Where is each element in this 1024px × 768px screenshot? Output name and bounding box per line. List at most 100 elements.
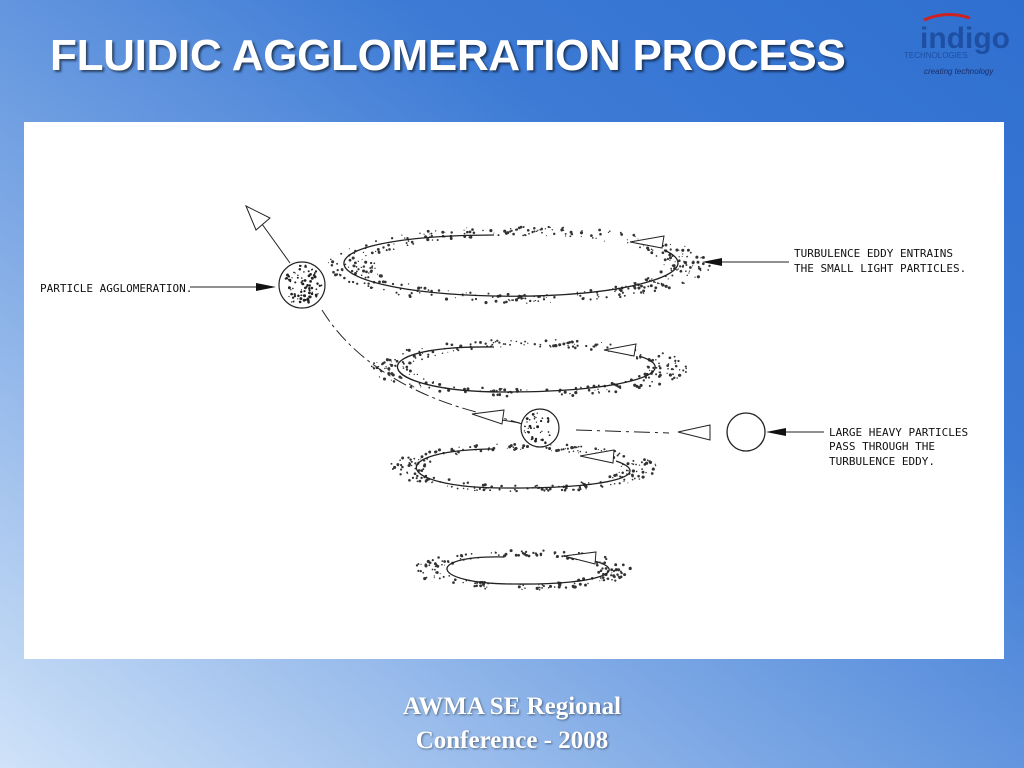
eddy-particle [604,567,608,570]
eddy-particle [416,474,419,478]
eddy-particle [620,233,624,236]
eddy-particle [411,476,415,480]
eddy-particle [658,362,660,365]
medium-particle-speck [525,417,529,420]
eddy-particle [534,299,537,302]
eddy-particle [506,231,510,235]
eddy-particle [466,488,469,490]
eddy-particle [668,253,672,257]
eddy-particle [572,450,575,453]
agglomerate-speck [298,264,302,268]
eddy-particle [682,369,685,372]
eddy-particle [361,258,363,260]
eddy-particle [444,231,446,233]
eddy-particle [601,576,605,579]
eddy-particle [463,229,465,231]
eddy-particle [433,575,435,577]
medium-particle-speck [523,425,526,428]
eddy-particle [531,230,534,234]
eddy-particle [485,484,487,486]
medium-particle-speck [541,430,543,432]
agglomerate-speck [293,293,296,296]
eddy-particle [581,230,583,232]
eddy-particle [369,261,373,265]
eddy-particle [388,370,390,372]
eddy-particle [431,239,434,241]
eddy-particle [387,371,391,376]
eddy-particle [654,281,656,283]
eddy-particle [509,227,512,230]
eddy-particle [418,479,422,483]
eddy-particle [681,248,685,252]
eddy-particle [708,264,711,268]
eddy-particle [416,480,419,483]
eddy-particle [601,579,603,581]
eddy-particle [335,273,339,276]
eddy-particle [629,567,632,570]
eddy-particle [376,273,379,275]
eddy-particle [619,387,622,389]
eddy-particle [421,358,423,361]
eddy-particle [618,293,621,296]
eddy-particle [391,282,395,286]
eddy-particle [619,570,622,573]
eddy-particle [394,358,396,361]
eddy-particle [545,296,547,299]
agglomerate-speck [294,272,296,274]
eddy-particle [584,583,587,587]
eddy-particle [659,375,661,378]
eddy-particle [676,377,678,379]
eddy-particle [520,342,523,345]
eddy-particle [601,567,604,570]
eddy-particle [408,461,411,464]
eddy-particle [384,367,386,370]
eddy-particle [674,362,677,364]
eddy-particle [405,365,409,369]
eddy-particle [402,352,404,355]
eddy-particle [679,269,683,273]
eddy-particle [618,471,620,473]
eddy-particle [491,296,494,299]
eddy-particle [419,232,421,235]
eddy-particle [564,448,567,450]
eddy-particle [542,298,546,301]
eddy-particle [589,288,593,292]
eddy-particle [348,258,352,262]
agglomerate-speck [309,273,312,276]
eddy-particle [597,388,599,390]
eddy-particle [641,468,644,471]
logo-subtitle: TECHNOLOGIES [904,51,968,60]
eddy-particle [698,267,702,271]
eddy-particle [355,270,358,273]
eddy-particle [600,450,603,452]
eddy-2-arrow [603,343,637,357]
eddy-particle [474,297,478,301]
eddy-particle [376,362,378,363]
eddy-particle [678,256,680,258]
eddy-particle [437,556,440,559]
eddy-particle [420,563,422,566]
eddy-particle [486,586,488,588]
medium-particle-speck [533,415,536,418]
eddy-particle [599,232,602,236]
eddy-particle [532,551,535,555]
eddy-particle [410,460,413,463]
eddy-particle [490,339,493,342]
eddy-particle [493,232,495,234]
eddy-particle [484,301,488,305]
eddy-particle [442,575,445,578]
agglomerate-speck [316,282,319,285]
eddy-particle [614,563,618,567]
agglomerate-speck [285,276,289,280]
eddy-particle [657,354,661,358]
eddy-particle [399,459,401,462]
agglomerate-speck [307,274,311,278]
agglomerate-speck [307,301,310,304]
eddy-particle [679,265,682,268]
eddy-particle [654,286,658,290]
eddy-particle [658,283,660,285]
eddy-particle [654,464,657,467]
eddy-particle [348,248,350,250]
eddy-particle [681,281,684,284]
eddy-particle [364,276,367,279]
